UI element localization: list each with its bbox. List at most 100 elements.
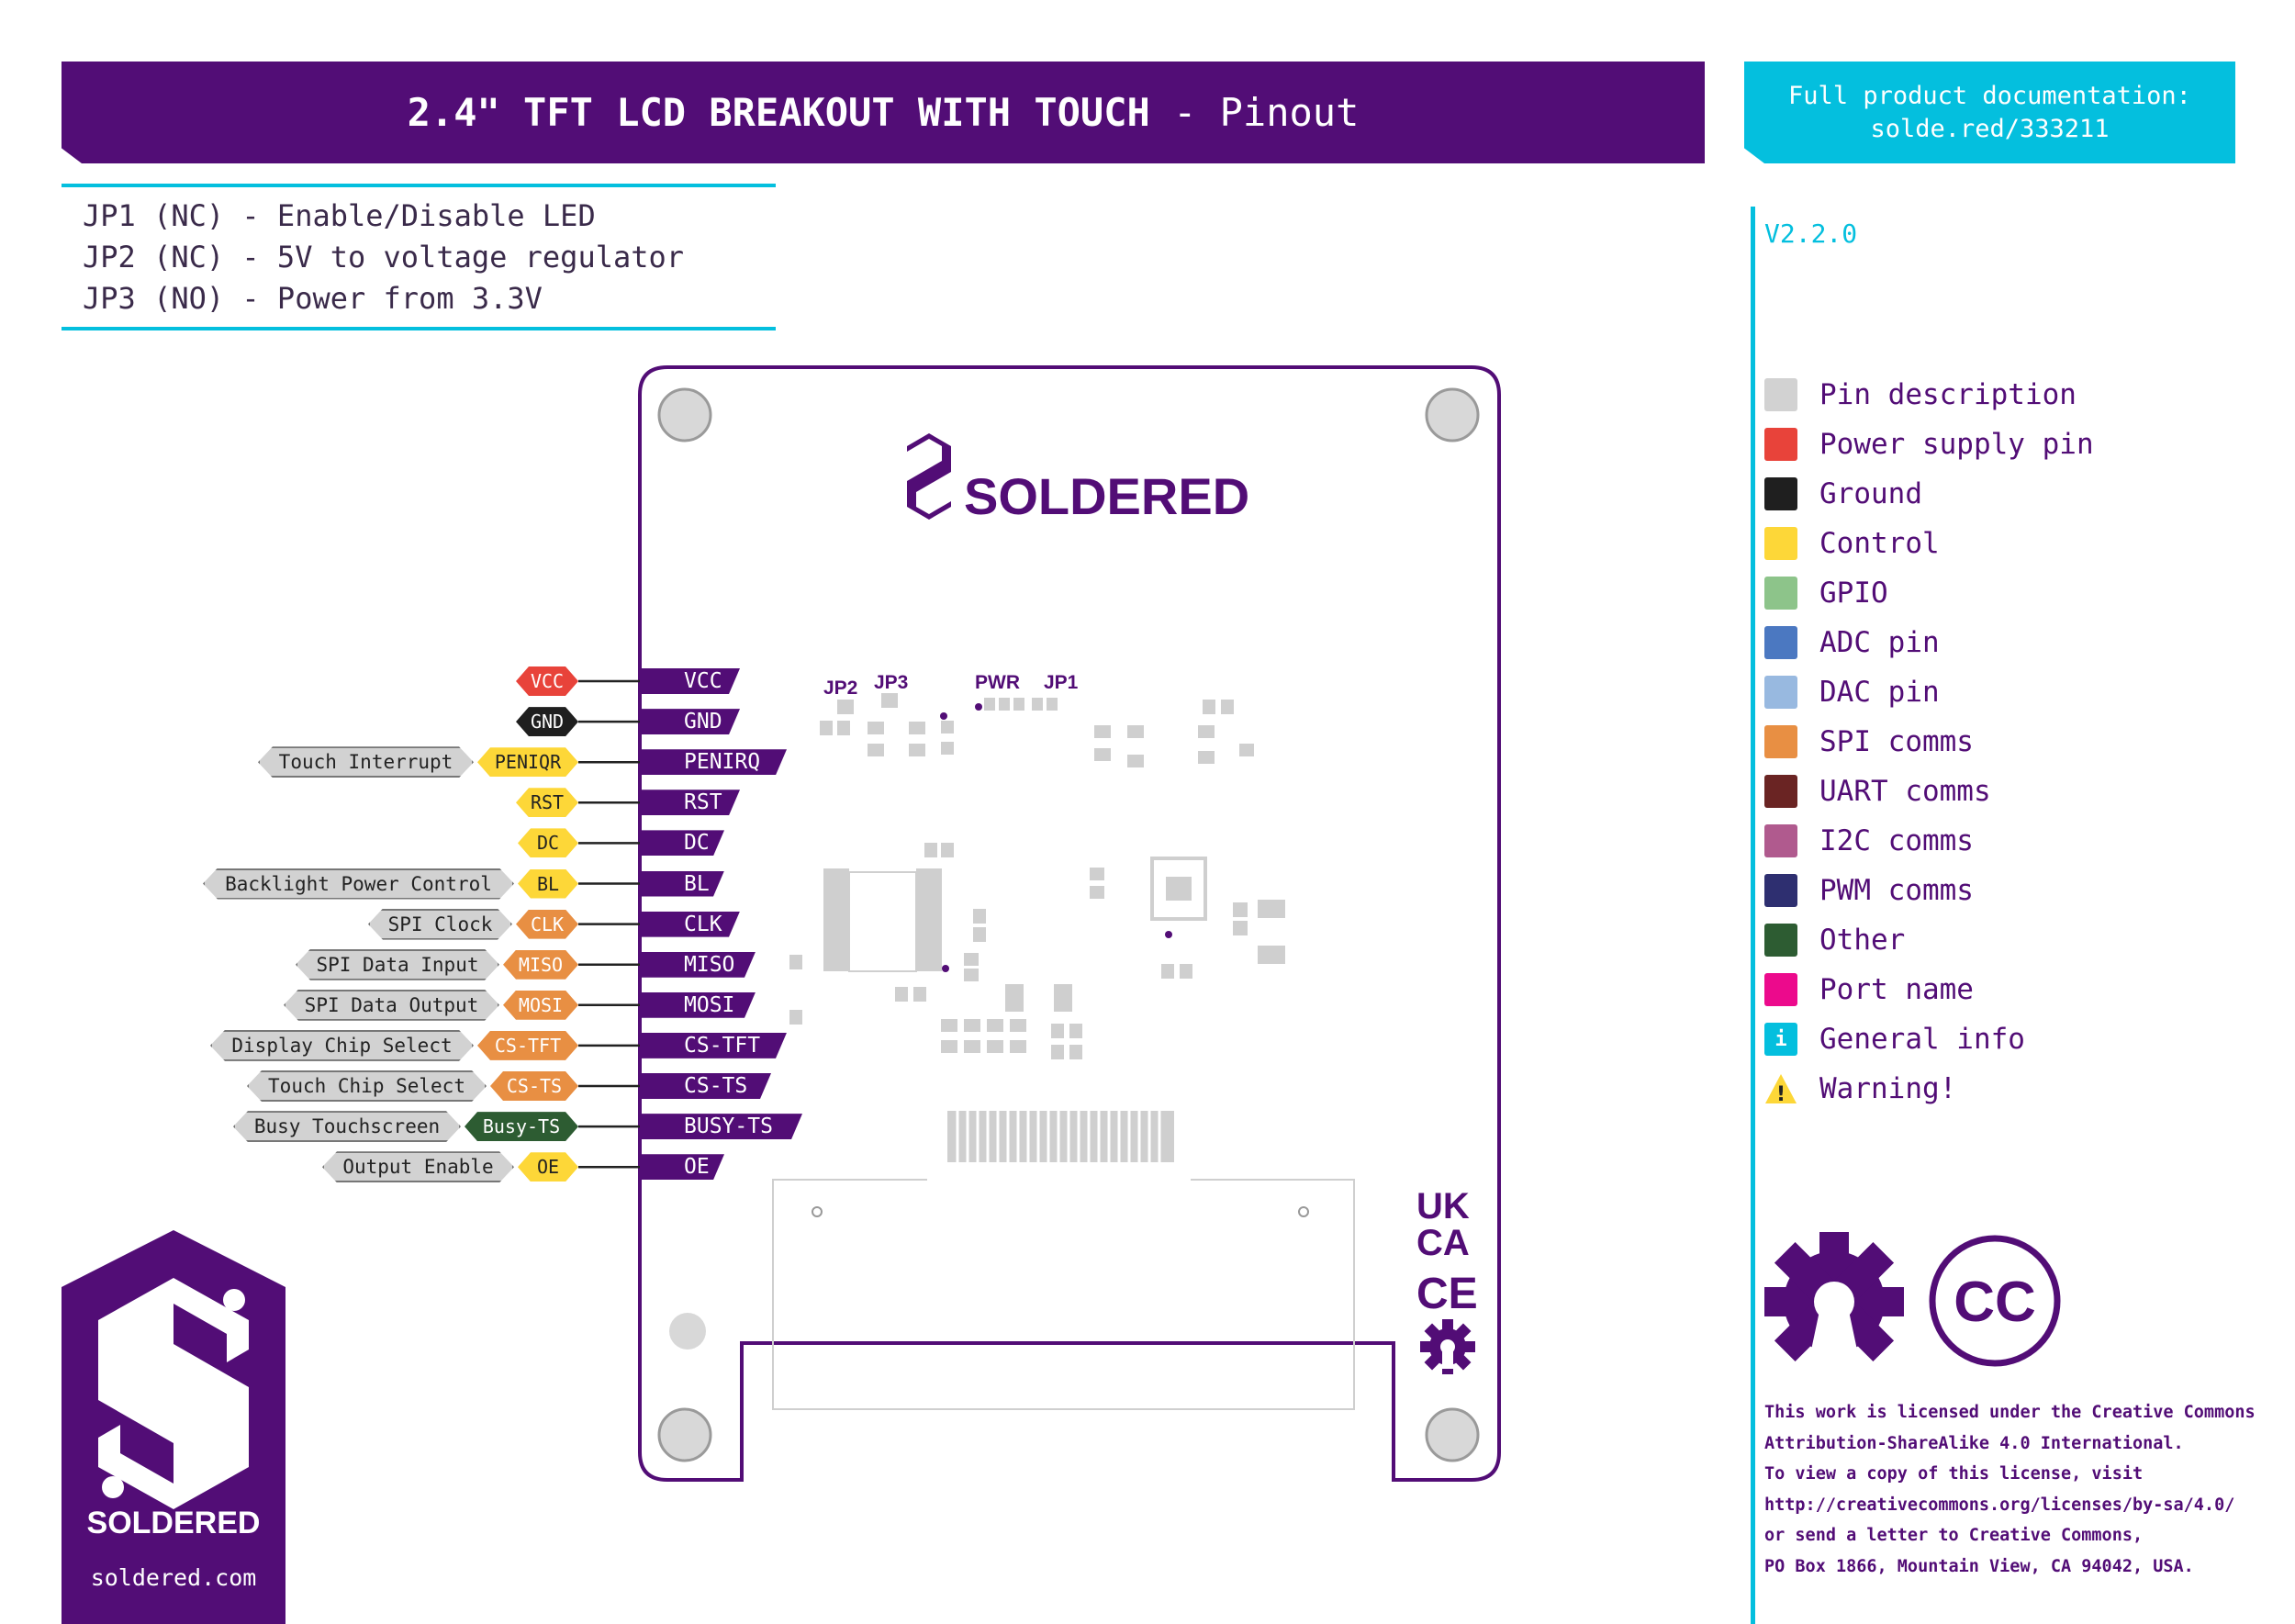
- legend-item: Port name: [1764, 971, 1974, 1008]
- board-outline: [638, 365, 1501, 1482]
- documentation-box[interactable]: Full product documentation: solde.red/33…: [1744, 62, 2235, 163]
- legend-item: Pin description: [1764, 376, 2077, 413]
- legend-label: Warning!: [1819, 1072, 1957, 1105]
- license-line: or send a letter to Creative Commons,: [1764, 1526, 2144, 1545]
- legend-label: General info: [1819, 1023, 2025, 1056]
- pin-label-cs-tft: CS-TFT: [477, 1031, 578, 1060]
- legend-swatch: [1764, 824, 1797, 857]
- legend-label: UART comms: [1819, 775, 1991, 808]
- doc-link[interactable]: solde.red/333211: [1870, 114, 2110, 143]
- legend-item: ! Warning!: [1764, 1070, 1956, 1107]
- pin-label-vcc: VCC: [516, 666, 578, 696]
- license-line: PO Box 1866, Mountain View, CA 94042, US…: [1764, 1556, 2194, 1576]
- pin-label-cs-ts: CS-TS: [490, 1071, 578, 1101]
- warning-icon: !: [1764, 1072, 1797, 1105]
- legend-item: I2C comms: [1764, 823, 1974, 859]
- mounting-hole: [1425, 1407, 1480, 1462]
- board-pin-gnd: GND: [640, 709, 740, 734]
- connector-hole: [812, 1206, 823, 1217]
- creative-commons-icon: CC: [1929, 1235, 2061, 1367]
- silk-pwr: PWR: [975, 672, 1020, 693]
- legend-label: DAC pin: [1819, 676, 1940, 709]
- board-pin-cs-tft: CS-TFT: [640, 1033, 787, 1058]
- board-pin-clk: CLK: [640, 912, 740, 937]
- fpc-pads: [947, 1111, 1174, 1162]
- pin-description: Backlight Power Control: [203, 868, 514, 900]
- logo-url[interactable]: soldered.com: [90, 1564, 257, 1591]
- jumper-jp3: JP3 (NO) - Power from 3.3V: [83, 281, 543, 316]
- silk-jp1: JP1: [1044, 672, 1079, 693]
- legend-label: Port name: [1819, 973, 1974, 1006]
- board-pin-rst: RST: [640, 790, 740, 815]
- legend-swatch: [1764, 527, 1797, 560]
- pin-label-busy-ts: Busy-TS: [465, 1112, 578, 1141]
- legend-label: Power supply pin: [1819, 428, 2094, 461]
- version-label: V2.2.0: [1764, 218, 1858, 249]
- legend-swatch: [1764, 973, 1797, 1006]
- mounting-hole: [657, 387, 712, 442]
- smd-components: [789, 693, 1285, 1059]
- pin-label-gnd: GND: [516, 707, 578, 736]
- license-line: To view a copy of this license, visit: [1764, 1464, 2144, 1484]
- jumper-jp1: JP1 (NC) - Enable/Disable LED: [83, 198, 596, 233]
- pin-description: SPI Clock: [368, 909, 512, 940]
- legend-swatch: [1764, 378, 1797, 411]
- board-brand: SOLDERED: [964, 467, 1249, 525]
- pin-label-mosi: MOSI: [503, 991, 578, 1020]
- jumper-jp2: JP2 (NC) - 5V to voltage regulator: [83, 240, 685, 274]
- title-suffix: - Pinout: [1149, 90, 1360, 135]
- legend-swatch: [1764, 874, 1797, 907]
- board-pin-penirq: PENIRQ: [640, 749, 787, 775]
- ce-mark: CE: [1416, 1270, 1478, 1318]
- legend-item: PWM comms: [1764, 872, 1974, 909]
- legend-label: I2C comms: [1819, 824, 1974, 857]
- board-logo-icon: [907, 433, 951, 520]
- fpc-pad-gaps: [956, 1111, 1161, 1162]
- logo-brand: SOLDERED: [86, 1506, 261, 1540]
- legend-item: UART comms: [1764, 773, 1991, 810]
- pin-label-miso: MISO: [503, 950, 578, 980]
- board-pin-cs-ts: CS-TS: [640, 1073, 771, 1099]
- pin-description: SPI Data Output: [284, 990, 499, 1021]
- oshw-gear-icon: [1764, 1232, 1904, 1372]
- legend-swatch: [1764, 477, 1797, 510]
- license-line: This work is licensed under the Creative…: [1764, 1403, 2256, 1422]
- legend-item: Power supply pin: [1764, 426, 2094, 463]
- jumper-top-rule: [62, 184, 776, 187]
- mounting-hole: [657, 1407, 712, 1462]
- legend-label: Other: [1819, 924, 1906, 957]
- pin-description: Touch Interrupt: [258, 746, 474, 778]
- soldered-s-icon: [98, 1278, 249, 1509]
- ukca-uk: UK: [1416, 1186, 1470, 1226]
- legend-label: SPI comms: [1819, 725, 1974, 758]
- pin1-marker: [942, 965, 949, 972]
- board-pin-miso: MISO: [640, 952, 756, 978]
- legend-item: SPI comms: [1764, 723, 1974, 760]
- pin-label-clk: CLK: [516, 910, 578, 939]
- legend-swatch: [1764, 676, 1797, 709]
- doc-caption: Full product documentation:: [1788, 81, 2191, 110]
- pin-label-rst: RST: [516, 788, 578, 817]
- pin-label-bl: BL: [518, 869, 578, 899]
- pin-label-peniqr: PENIQR: [477, 747, 578, 777]
- soldered-logo[interactable]: [62, 1230, 285, 1624]
- pin-description: Output Enable: [322, 1151, 514, 1182]
- oshw-small-icon: [1420, 1319, 1475, 1374]
- legend-label: Pin description: [1819, 378, 2077, 411]
- legend-swatch: [1764, 626, 1797, 659]
- legend-item: DAC pin: [1764, 674, 1940, 711]
- legend-item: ADC pin: [1764, 624, 1940, 661]
- legend-label: GPIO: [1819, 577, 1888, 610]
- info-icon: i: [1764, 1023, 1797, 1056]
- mounting-hole: [669, 1313, 706, 1350]
- license-line[interactable]: http://creativecommons.org/licenses/by-s…: [1764, 1495, 2235, 1515]
- legend-label: Control: [1819, 527, 1940, 560]
- board-pin-mosi: MOSI: [640, 992, 756, 1018]
- board-pin-dc: DC: [640, 830, 724, 856]
- legend-label: PWM comms: [1819, 874, 1974, 907]
- connector-hole: [1298, 1206, 1309, 1217]
- legend-swatch: [1764, 924, 1797, 957]
- legend-item: i General info: [1764, 1021, 2025, 1058]
- pin-label-oe: OE: [518, 1152, 578, 1182]
